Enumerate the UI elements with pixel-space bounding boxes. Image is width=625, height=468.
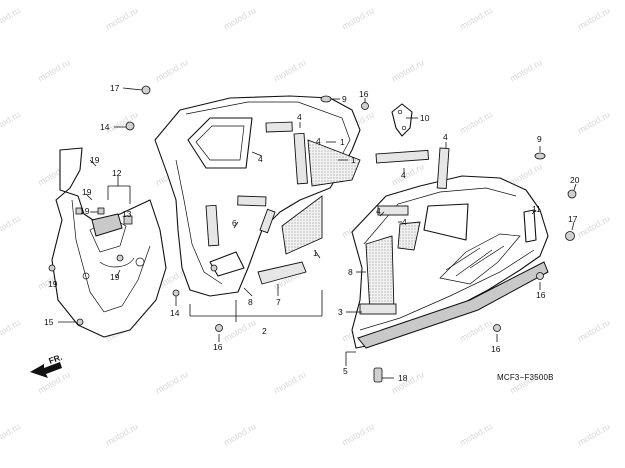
callout-4: 4 bbox=[402, 217, 407, 227]
callout-17: 17 bbox=[568, 214, 578, 224]
callout-4: 4 bbox=[376, 206, 381, 216]
watermark-text: motod.ru bbox=[340, 5, 376, 31]
left-fairing-panel bbox=[154, 95, 361, 297]
watermark-text: motod.ru bbox=[0, 317, 22, 343]
callout-12: 12 bbox=[112, 168, 122, 178]
watermark-text: motod.ru bbox=[576, 213, 612, 239]
watermark-text: motod.ru bbox=[576, 317, 612, 343]
watermark-text: motod.ru bbox=[104, 421, 140, 447]
callout-18: 18 bbox=[398, 373, 408, 383]
callout-1: 1 bbox=[313, 248, 318, 258]
watermark-text: motod.ru bbox=[222, 317, 258, 343]
watermark-text: motod.ru bbox=[508, 57, 544, 83]
callout-7: 7 bbox=[276, 297, 281, 307]
callout-16: 16 bbox=[213, 342, 223, 352]
callout-3: 3 bbox=[338, 307, 343, 317]
callout-6: 6 bbox=[232, 218, 237, 228]
callout-16: 16 bbox=[359, 89, 369, 99]
watermark-text: motod.ru bbox=[154, 369, 190, 395]
callout-4: 4 bbox=[443, 132, 448, 142]
callout-19: 19 bbox=[82, 187, 92, 197]
callout-11: 11 bbox=[532, 204, 541, 214]
watermark-text: motod.ru bbox=[576, 421, 612, 447]
callout-14: 14 bbox=[170, 308, 180, 318]
right-lower-cowl bbox=[351, 147, 549, 349]
watermark-text: motod.ru bbox=[272, 57, 308, 83]
figure-code: MCF3−F3500B bbox=[497, 373, 554, 382]
callout-14: 14 bbox=[100, 122, 110, 132]
watermark-text: motod.ru bbox=[222, 421, 258, 447]
watermark-text: motod.ru bbox=[576, 5, 612, 31]
callout-16: 16 bbox=[536, 290, 546, 300]
watermark-text: motod.ru bbox=[390, 57, 426, 83]
callout-4: 4 bbox=[297, 112, 302, 122]
callout-13: 13 bbox=[122, 209, 132, 219]
callout-1: 1 bbox=[340, 137, 345, 147]
leader-lines bbox=[58, 87, 577, 379]
callout-15: 15 bbox=[44, 317, 54, 327]
callout-8: 8 bbox=[248, 297, 253, 307]
watermark-text: motod.ru bbox=[390, 369, 426, 395]
watermark-text: motod.ru bbox=[0, 5, 22, 31]
callout-19: 19 bbox=[48, 279, 58, 289]
callout-20: 20 bbox=[570, 175, 580, 185]
callout-19: 19 bbox=[90, 155, 100, 165]
callout-9: 9 bbox=[537, 134, 542, 144]
callout-4: 4 bbox=[401, 170, 406, 180]
watermark-text: motod.ru bbox=[0, 109, 22, 135]
callout-1: 1 bbox=[351, 155, 356, 165]
callout-17: 17 bbox=[110, 83, 120, 93]
hardware bbox=[48, 85, 577, 383]
callout-labels: 17 9 16 10 14 4 4 4 1 1 4 4 9 19 12 19 1… bbox=[44, 83, 580, 383]
watermark-text: motod.ru bbox=[0, 213, 22, 239]
callout-19: 19 bbox=[80, 206, 90, 216]
watermark-text: motod.ru bbox=[104, 5, 140, 31]
callout-2: 2 bbox=[262, 326, 267, 336]
watermark-text: motod.ru bbox=[576, 109, 612, 135]
callout-16: 16 bbox=[491, 344, 501, 354]
watermark-text: motod.ru bbox=[222, 5, 258, 31]
callout-8: 8 bbox=[348, 267, 353, 277]
callout-4: 4 bbox=[316, 136, 321, 146]
callout-10: 10 bbox=[420, 113, 430, 123]
watermark-text: motod.ru bbox=[272, 369, 308, 395]
left-inner-panel bbox=[51, 147, 167, 338]
watermark-text: motod.ru bbox=[0, 421, 22, 447]
front-direction-arrow: FR. bbox=[30, 352, 64, 378]
callout-5: 5 bbox=[343, 366, 348, 376]
callout-9: 9 bbox=[342, 94, 347, 104]
watermark-text: motod.ru bbox=[390, 161, 426, 187]
watermark-text: motod.ru bbox=[458, 5, 494, 31]
callout-19: 19 bbox=[110, 272, 120, 282]
watermark-text: motod.ru bbox=[340, 421, 376, 447]
watermark-text: motod.ru bbox=[458, 421, 494, 447]
callout-4: 4 bbox=[258, 154, 263, 164]
front-direction-label: FR. bbox=[47, 352, 63, 366]
watermark-text: motod.ru bbox=[154, 57, 190, 83]
watermark-text: motod.ru bbox=[458, 317, 494, 343]
watermark-text: motod.ru bbox=[36, 57, 72, 83]
watermark-text: motod.ru bbox=[458, 109, 494, 135]
